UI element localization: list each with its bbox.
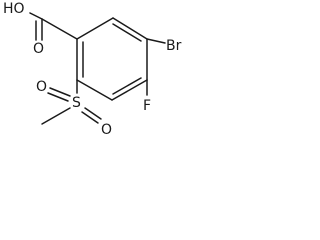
carboxylic-acid-group: HO O: [3, 1, 78, 57]
hydroxyl-label: HO: [3, 1, 25, 17]
hydroxyl-bond: [29, 12, 43, 20]
chemical-structure-diagram: HO O Br F S O O: [3, 1, 182, 138]
sulfonyl-oxygen-lower-label: O: [101, 122, 112, 138]
carboxyl-carbon-bond: [41, 18, 78, 40]
methyl-bond: [41, 107, 71, 125]
fluorine-label: F: [143, 98, 151, 114]
carbonyl-oxygen-label: O: [33, 41, 44, 57]
ring-double-bond-lower: [112, 77, 142, 95]
methylsulfonyl-group: S O O: [36, 79, 112, 138]
ring-bond-bottom-left: [76, 79, 113, 101]
sulfonyl-double-bond-lower-b: [81, 111, 99, 124]
benzene-ring: [76, 17, 148, 101]
bromine-bond: [146, 38, 166, 44]
sulfonyl-oxygen-upper-label: O: [36, 79, 47, 95]
bromine-label: Br: [166, 38, 182, 54]
ring-double-bond-top: [112, 23, 142, 42]
fluorine-substituent: F: [143, 79, 151, 114]
sulfur-label: S: [72, 95, 81, 111]
ring-bond-top-right: [112, 17, 148, 40]
bromine-substituent: Br: [146, 38, 182, 54]
sulfonyl-double-bond-upper-b: [47, 92, 69, 102]
sulfonyl-double-bond-upper-a: [49, 87, 71, 97]
sulfonyl-double-bond-lower-a: [84, 107, 102, 120]
ring-bond-bottom-right: [111, 79, 148, 101]
ring-bond-top: [76, 17, 114, 40]
